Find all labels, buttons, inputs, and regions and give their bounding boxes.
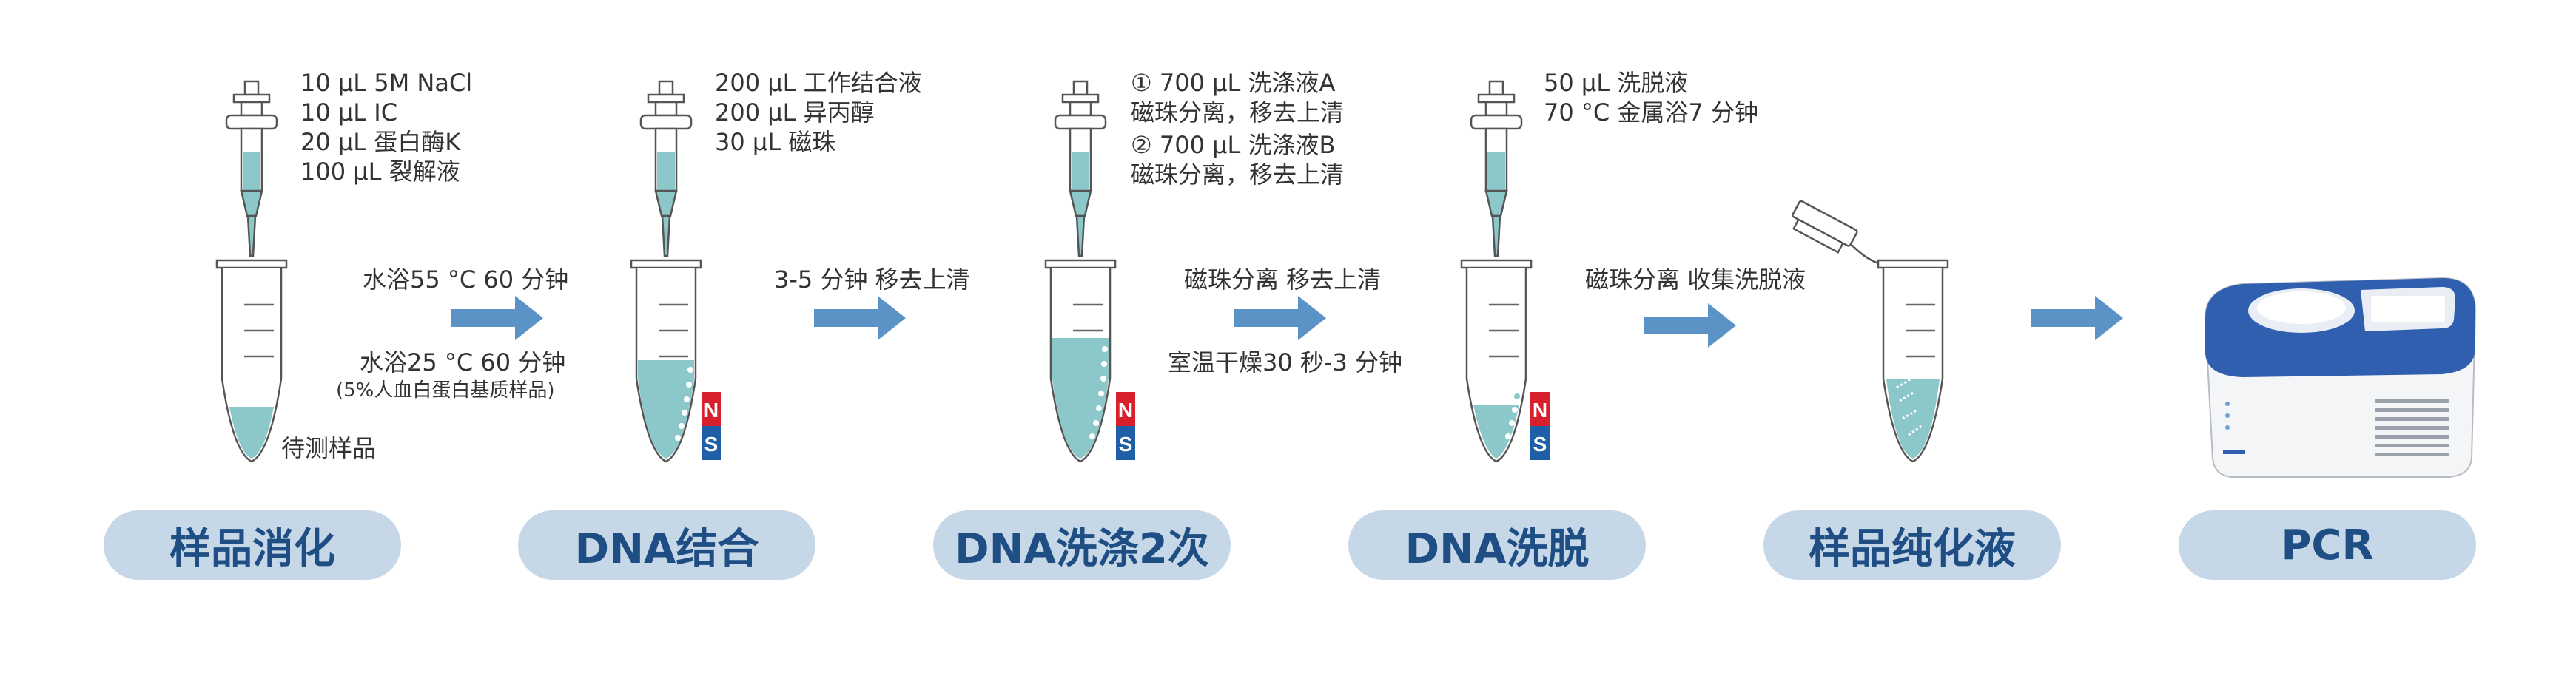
arrow-step1-icon <box>451 296 543 340</box>
svg-text:N: N <box>704 399 719 422</box>
reagent-line: 100 µL 裂解液 <box>300 158 460 186</box>
arrow-step3-icon <box>1234 296 1326 340</box>
step-label-wash: DNA洗涤2次 <box>933 510 1231 580</box>
svg-text:S: S <box>1533 433 1547 456</box>
pcr-instrument-icon <box>2204 277 2477 478</box>
reagent-line: 30 µL 磁珠 <box>715 128 836 156</box>
arrow-note-top: 磁珠分离 移去上清 <box>1184 266 1382 294</box>
tube-wash-icon <box>1044 259 1117 463</box>
reagent-line: 200 µL 工作结合液 <box>715 69 922 97</box>
arrow-step4-icon <box>1644 303 1736 348</box>
tube-binding-icon <box>630 259 702 463</box>
reagent-list-binding: 200 µL 工作结合液 200 µL 异丙醇 30 µL 磁珠 <box>715 68 922 157</box>
arrow-note-bottom: 室温干燥30 秒-3 分钟 <box>1168 348 1402 376</box>
svg-text:N: N <box>1533 399 1547 422</box>
reagent-list-wash: ① 700 µL 洗涤液A 磁珠分离，移去上清 ② 700 µL 洗涤液B 磁珠… <box>1131 68 1344 189</box>
pipette-icon <box>1054 80 1107 257</box>
reagent-list-digestion: 10 µL 5M NaCl 10 µL IC 20 µL 蛋白酶K 100 µL… <box>300 68 472 186</box>
reagent-line: 10 µL IC <box>300 98 398 126</box>
reagent-line: 50 µL 洗脱液 <box>1544 69 1689 97</box>
sample-tube-icon <box>215 259 288 463</box>
arrow-step2-icon <box>814 296 906 340</box>
reagent-line: 磁珠分离，移去上清 <box>1131 98 1345 126</box>
open-tube-icon <box>1792 200 1949 463</box>
svg-text:S: S <box>1119 433 1133 456</box>
magnet-icon: N S <box>702 392 721 460</box>
reagent-line: ② 700 µL 洗涤液B <box>1131 131 1336 159</box>
svg-text:N: N <box>1118 399 1133 422</box>
arrow-step5-icon <box>2031 296 2123 340</box>
pipette-icon <box>1470 80 1523 257</box>
pipette-icon <box>225 80 278 257</box>
arrow-note-sub: (5%人血白蛋白基质样品) <box>336 379 555 402</box>
arrow-note-bottom: 水浴25 °C 60 分钟 <box>360 348 566 376</box>
step-label-digestion: 样品消化 <box>104 510 401 580</box>
reagent-line: 10 µL 5M NaCl <box>300 69 473 97</box>
step-label-binding: DNA结合 <box>518 510 815 580</box>
magnet-icon: N S <box>1530 392 1550 460</box>
reagent-line: 70 °C 金属浴7 分钟 <box>1544 98 1758 126</box>
reagent-line: ① 700 µL 洗涤液A <box>1131 69 1336 97</box>
arrow-note-top: 水浴55 °C 60 分钟 <box>363 266 569 294</box>
arrow-note-top: 3-5 分钟 移去上清 <box>774 266 970 294</box>
pipette-icon <box>639 80 693 257</box>
step-label-purified: 样品纯化液 <box>1763 510 2061 580</box>
sample-label: 待测样品 <box>281 434 377 462</box>
tube-elution-icon <box>1460 259 1533 463</box>
reagent-line: 20 µL 蛋白酶K <box>300 128 461 156</box>
magnet-icon: N S <box>1116 392 1135 460</box>
svg-text:S: S <box>704 433 719 456</box>
arrow-note-top: 磁珠分离 收集洗脱液 <box>1585 266 1806 294</box>
step-label-elution: DNA洗脱 <box>1348 510 1646 580</box>
reagent-line: 磁珠分离，移去上清 <box>1131 160 1345 189</box>
reagent-line: 200 µL 异丙醇 <box>715 98 875 126</box>
step-label-pcr: PCR <box>2179 510 2476 580</box>
reagent-list-elution: 50 µL 洗脱液 70 °C 金属浴7 分钟 <box>1544 68 1758 127</box>
